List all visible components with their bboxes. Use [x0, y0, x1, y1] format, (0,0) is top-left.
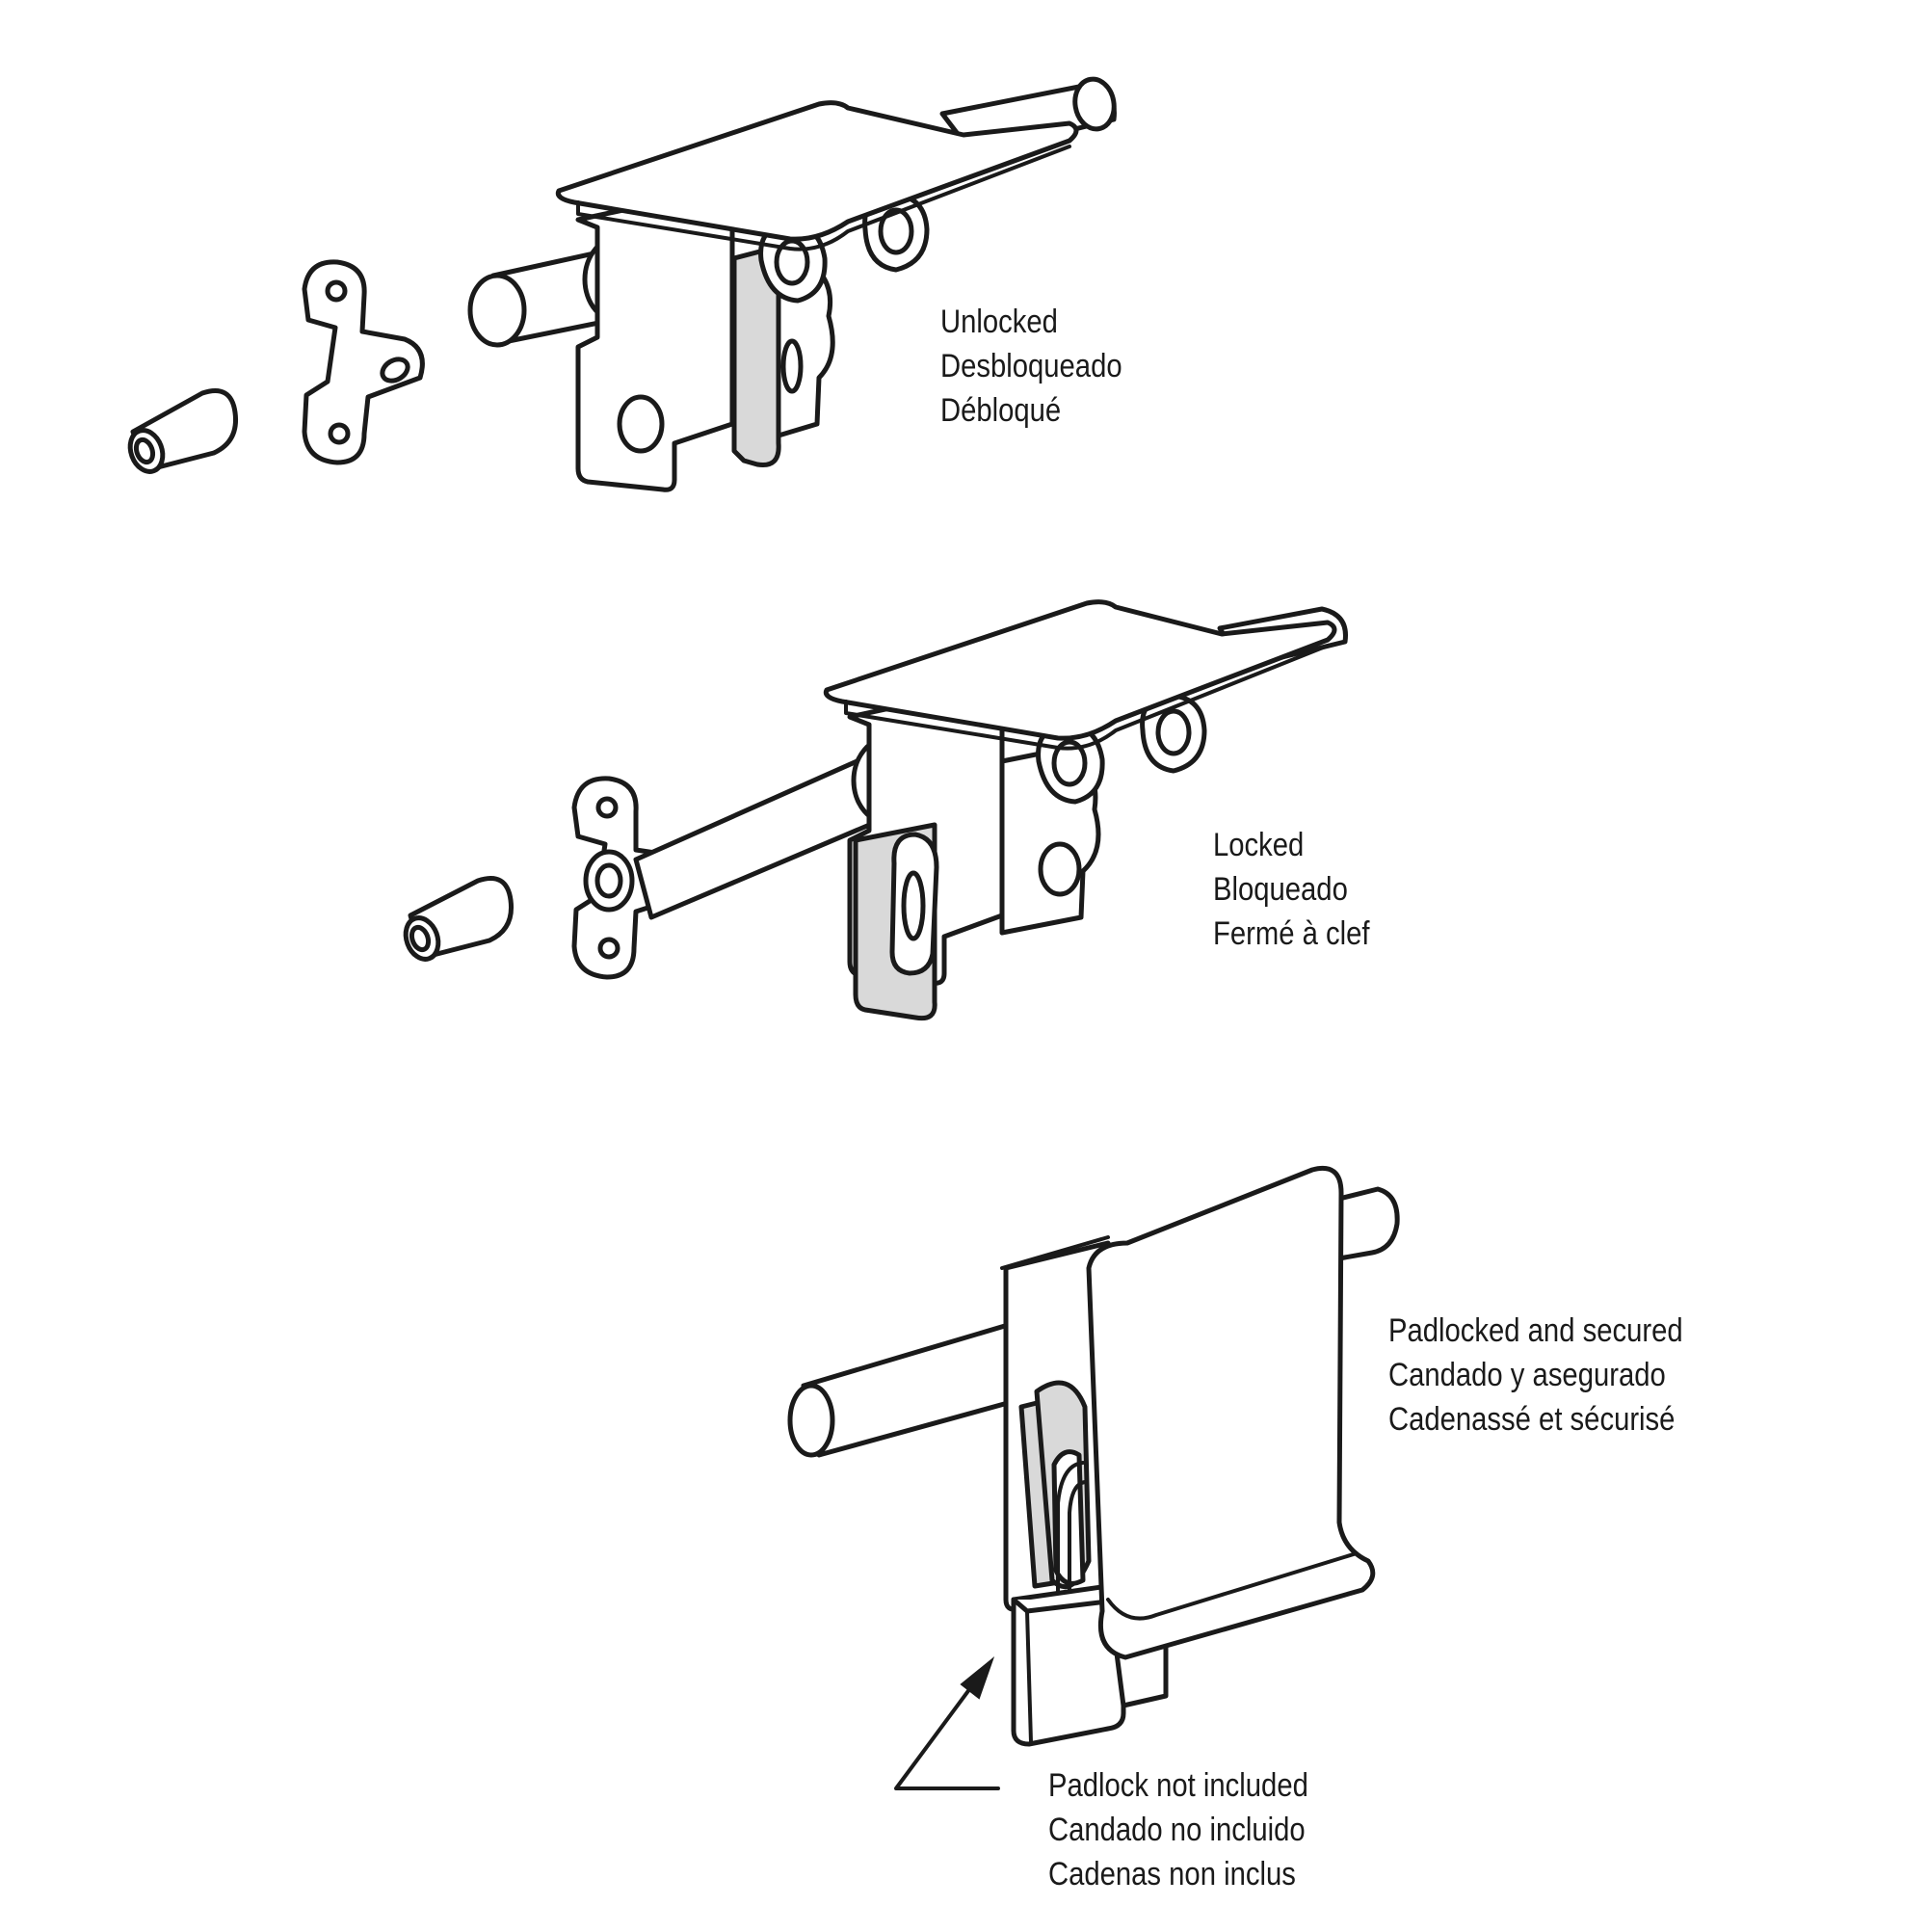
label-spanish: Desbloqueado: [940, 348, 1122, 384]
label-english: Padlock not included: [1048, 1767, 1308, 1804]
handle-plate-part: [555, 100, 1079, 251]
label-english: Locked: [1213, 827, 1305, 863]
padlock-not-included-label: Padlock not included Candado no incluido…: [1048, 1763, 1308, 1896]
label-french: Cadenas non inclus: [1048, 1856, 1296, 1892]
label-spanish: Bloqueado: [1213, 871, 1348, 908]
keeper-bracket-part: [302, 259, 425, 465]
unlocked-latch-illustration: [127, 76, 1117, 492]
handle-plate-part: [823, 599, 1337, 751]
padlocked-latch-illustration: [787, 1166, 1400, 1747]
label-french: Cadenassé et sécurisé: [1388, 1401, 1676, 1438]
handle-plate-part: [1000, 1166, 1376, 1660]
label-spanish: Candado y asegurado: [1388, 1357, 1666, 1393]
label-spanish: Candado no incluido: [1048, 1812, 1306, 1848]
label-english: Padlocked and secured: [1388, 1312, 1683, 1349]
unlocked-state-label: Unlocked Desbloqueado Débloqué: [940, 300, 1122, 433]
bushing-part: [403, 876, 515, 962]
label-french: Fermé à clef: [1213, 915, 1370, 952]
padlock-callout-arrow: [894, 1655, 1000, 1790]
locked-state-label: Locked Bloqueado Fermé à clef: [1213, 823, 1369, 956]
locked-latch-illustration: [403, 599, 1348, 1021]
label-english: Unlocked: [940, 304, 1058, 340]
bushing-part: [127, 388, 239, 474]
latch-body-part: [575, 184, 930, 492]
padlocked-state-label: Padlocked and secured Candado y asegurad…: [1388, 1309, 1683, 1442]
label-french: Débloqué: [940, 392, 1062, 429]
